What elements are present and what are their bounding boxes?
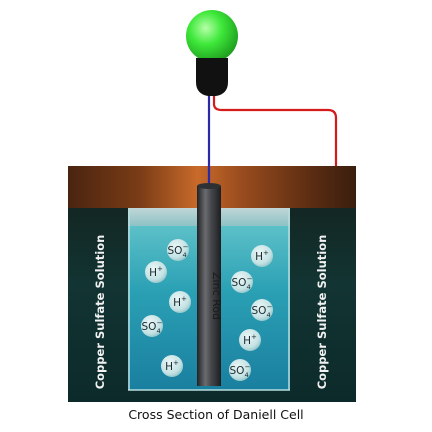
ion-bubble (167, 239, 189, 261)
ion-bubble (169, 291, 191, 313)
diagram-caption: Cross Section of Daniell Cell (128, 407, 304, 422)
ion-label: SO4− (142, 319, 163, 335)
ion-bubble (229, 359, 251, 381)
bulb-socket (196, 58, 228, 96)
ion-label: SO4− (232, 275, 253, 291)
hydrogen-ion: H+ (169, 291, 191, 313)
ion-bubble (161, 355, 183, 377)
sulfate-ion: SO4− (229, 359, 251, 381)
ion-label: H+ (255, 249, 269, 263)
ion-label: H+ (173, 295, 187, 309)
ion-label: H+ (149, 265, 163, 279)
ions-layer: SO4−H+H+SO4−H+SO4−SO4−H+H+SO4− (141, 239, 273, 381)
ion-label: H+ (165, 359, 179, 373)
zinc-rod (197, 186, 221, 386)
ion-bubble (145, 261, 167, 283)
ion-label: SO4− (252, 303, 273, 319)
sulfate-ion: SO4− (251, 299, 273, 321)
ion-bubble (231, 271, 253, 293)
ion-bubble (239, 329, 261, 351)
hydrogen-ion: H+ (251, 245, 273, 267)
right-solution-label: Copper Sulfate Solution (315, 235, 329, 390)
sulfate-ion: SO4− (231, 271, 253, 293)
zinc-rod-label: Zinc Rod (210, 272, 223, 320)
ion-bubble (251, 299, 273, 321)
hydrogen-ion: H+ (161, 355, 183, 377)
ion-bubble (141, 315, 163, 337)
hydrogen-ion: H+ (145, 261, 167, 283)
zinc-rod-top (197, 183, 221, 189)
ion-bubble (251, 245, 273, 267)
red-wire (212, 96, 338, 166)
ion-label: SO4− (168, 243, 189, 259)
left-solution-label: Copper Sulfate Solution (93, 235, 107, 390)
ion-label: H+ (243, 333, 257, 347)
ion-label: SO4− (230, 363, 251, 379)
sulfate-ion: SO4− (167, 239, 189, 261)
light-bulb (186, 10, 238, 96)
bulb-glass (186, 10, 238, 62)
hydrogen-ion: H+ (239, 329, 261, 351)
sulfate-ion: SO4− (141, 315, 163, 337)
